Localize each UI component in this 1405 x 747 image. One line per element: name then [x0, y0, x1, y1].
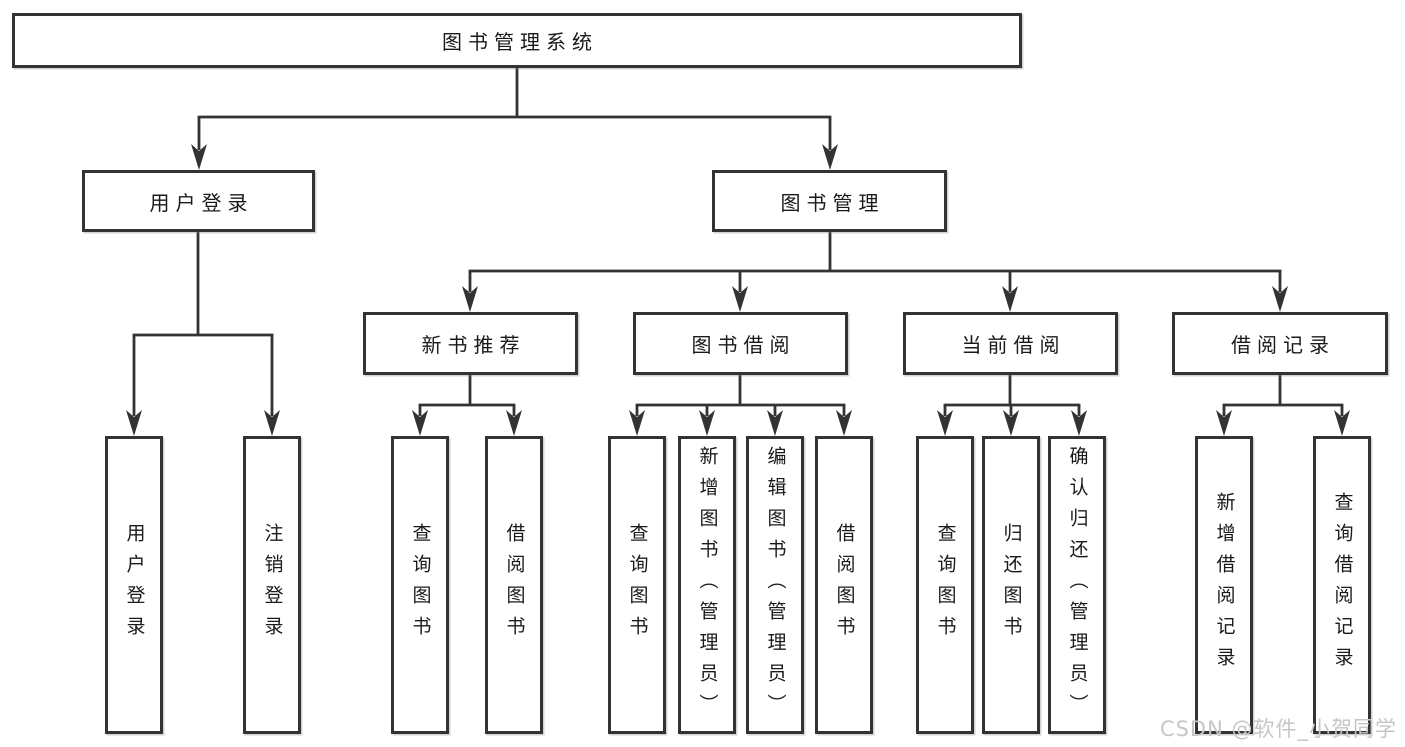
node-borrowing-records: 借阅记录: [1172, 312, 1388, 375]
csdn-watermark: CSDN @软件_小贺同学: [1159, 717, 1397, 741]
leaf-query-books-recommend: 查询图书: [391, 436, 449, 734]
node-root-system: 图书管理系统: [12, 13, 1022, 68]
leaf-query-borrow-record: 查询借阅记录: [1313, 436, 1371, 734]
node-current-borrowing: 当前借阅: [903, 312, 1118, 375]
leaf-add-borrow-record: 新增借阅记录: [1195, 436, 1253, 734]
leaf-borrow-books-borrowing: 借阅图书: [815, 436, 873, 734]
node-book-borrowing: 图书借阅: [633, 312, 848, 375]
leaf-return-book: 归还图书: [982, 436, 1040, 734]
leaf-user-login: 用户登录: [105, 436, 163, 734]
leaf-add-book-admin: 新增图书（管理员）: [678, 436, 736, 734]
leaf-borrow-books-recommend: 借阅图书: [485, 436, 543, 734]
leaf-logout: 注销登录: [243, 436, 301, 734]
leaf-query-books-borrowing: 查询图书: [608, 436, 666, 734]
node-book-management: 图书管理: [712, 170, 947, 232]
leaf-edit-book-admin: 编辑图书（管理员）: [746, 436, 804, 734]
node-user-login: 用户登录: [82, 170, 315, 232]
node-new-book-recommendation: 新书推荐: [363, 312, 578, 375]
leaf-query-books-current: 查询图书: [916, 436, 974, 734]
leaf-confirm-return-admin: 确认归还（管理员）: [1048, 436, 1106, 734]
